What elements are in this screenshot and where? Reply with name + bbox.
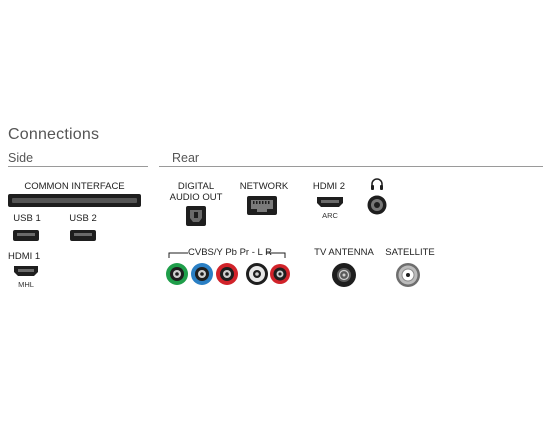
rca-jack-red-pr (216, 263, 238, 285)
rca-jack-group (166, 263, 290, 285)
usb2-label: USB 2 (69, 213, 97, 224)
cvbs-bracket (168, 252, 286, 258)
network-label: NETWORK (239, 181, 289, 192)
hdmi2-sub-label: ARC (322, 211, 338, 220)
digital-audio-out-label: DIGITAL AUDIO OUT (168, 181, 224, 203)
hdmi2-port (317, 197, 343, 207)
hdmi1-port (14, 266, 38, 276)
headphone-jack (367, 195, 387, 215)
cvbs-label: CVBS/Y Pb Pr - L R (188, 247, 272, 258)
hdmi1-label: HDMI 1 (8, 251, 41, 262)
rca-jack-blue (191, 263, 213, 285)
tv-antenna-label: TV ANTENNA (314, 247, 374, 258)
rear-divider (159, 166, 543, 167)
hdmi1-sub-label: MHL (18, 280, 34, 289)
side-divider (8, 166, 148, 167)
rca-jack-white-left (246, 263, 268, 285)
tv-antenna-port (332, 263, 356, 287)
headphone-icon (371, 178, 383, 190)
usb1-port (13, 230, 39, 241)
optical-audio-port (186, 206, 206, 226)
hdmi2-label: HDMI 2 (312, 181, 346, 192)
common-interface-label: COMMON INTERFACE (24, 181, 125, 192)
rear-heading: Rear (172, 151, 200, 165)
rca-jack-red-right (270, 264, 290, 284)
usb1-label: USB 1 (13, 213, 41, 224)
ethernet-port (247, 196, 277, 215)
common-interface-slot (8, 194, 141, 207)
page-title: Connections (8, 126, 100, 143)
rca-jack-green (166, 263, 188, 285)
satellite-port (396, 263, 420, 287)
digital-audio-out-label-line1: DIGITAL (177, 181, 215, 192)
digital-audio-out-label-line2: AUDIO OUT (169, 192, 223, 203)
usb2-port (70, 230, 96, 241)
side-heading: Side (8, 151, 34, 165)
satellite-label: SATELLITE (385, 247, 435, 258)
